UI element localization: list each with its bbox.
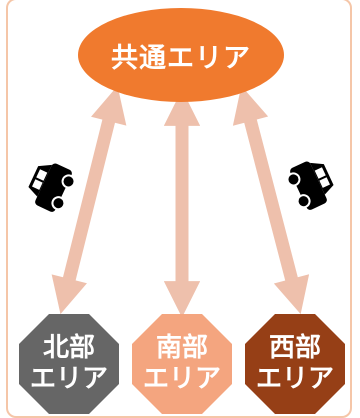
west-area-label-1: 西部 xyxy=(268,333,321,363)
south-area-label-1: 南部 xyxy=(155,333,208,363)
north-area-label-1: 北部 xyxy=(42,333,95,363)
car-icon xyxy=(286,161,334,210)
octagon-shape xyxy=(19,314,119,414)
west-area-label-2: エリア xyxy=(255,364,334,394)
north-area-node: 北部 エリア xyxy=(17,312,121,416)
car-icon xyxy=(28,163,76,212)
common-area-node: 共通エリア xyxy=(78,8,284,102)
west-area-node: 西部 エリア xyxy=(243,312,347,416)
north-area-label-2: エリア xyxy=(29,364,108,394)
octagon-shape xyxy=(245,314,345,414)
south-area-label-2: エリア xyxy=(142,364,221,394)
connection-arrows xyxy=(51,85,310,318)
octagon-shape xyxy=(132,314,232,414)
arrow-west xyxy=(232,85,310,315)
arrow-north xyxy=(51,85,127,315)
south-area-node: 南部 エリア xyxy=(130,312,234,416)
